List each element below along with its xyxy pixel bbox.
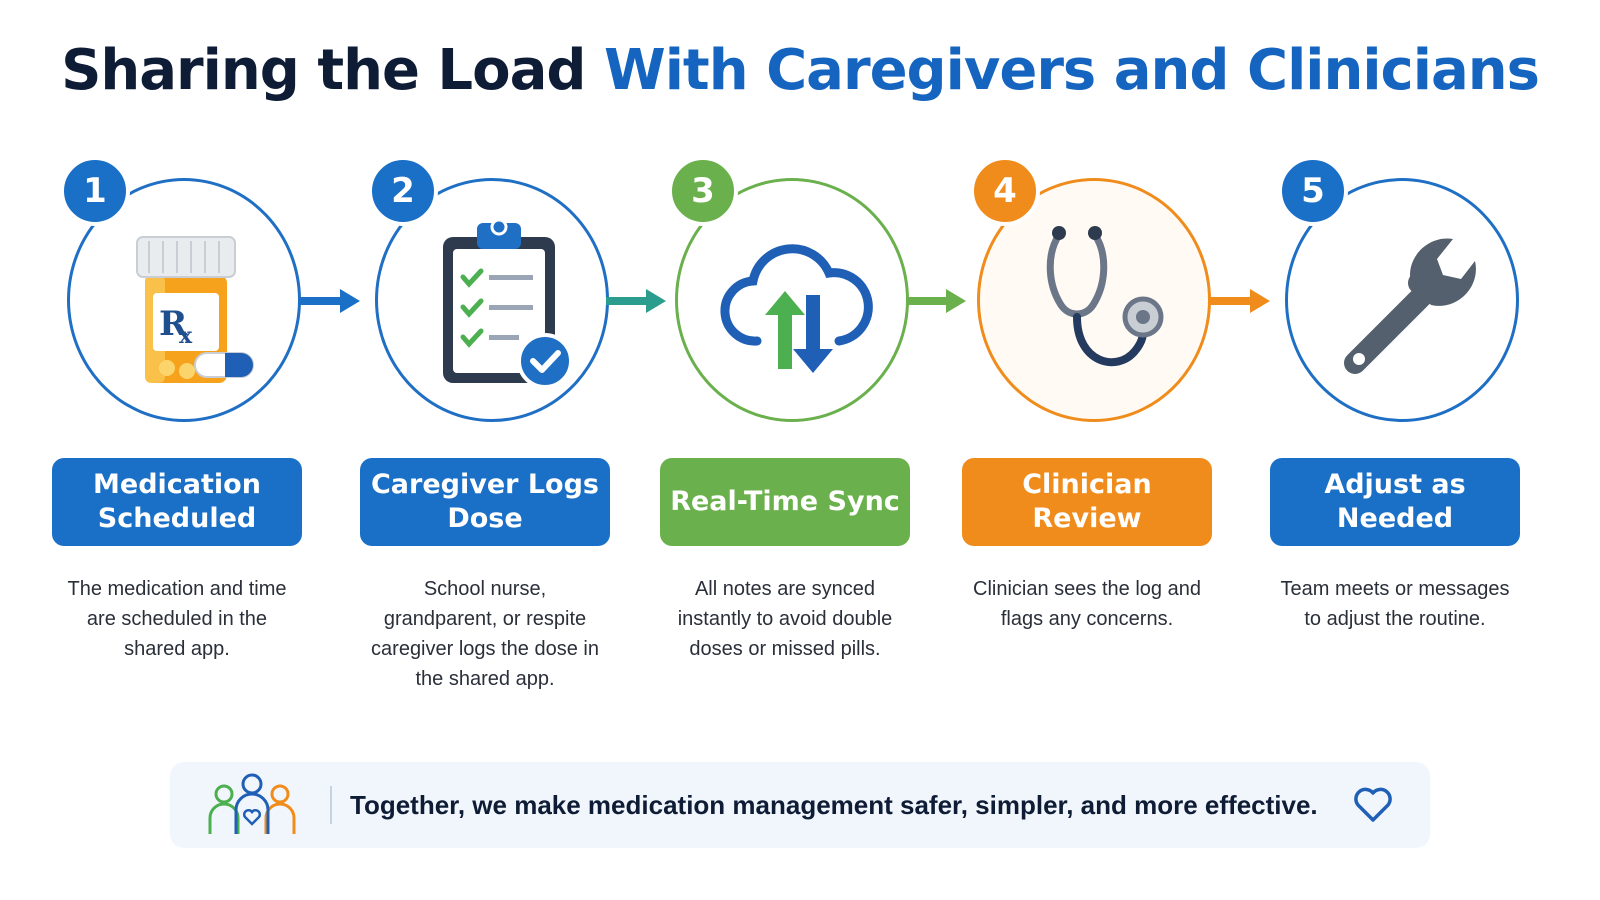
arrow-right-icon	[1210, 289, 1270, 313]
step-3: 3 Real-Time Sync All notes are synced in…	[660, 0, 930, 760]
svg-text:x: x	[179, 323, 193, 349]
step-number-badge: 3	[668, 156, 738, 226]
family-icon	[208, 773, 296, 834]
step-number-badge: 5	[1278, 156, 1348, 226]
footer-banner: Together, we make medication management …	[170, 762, 1430, 848]
step-2: 2 Caregiver Logs Dose School nurse, gran…	[360, 0, 630, 760]
title-part-blue: With Caregivers and Clinicians	[603, 38, 1540, 103]
step-5: 5 Adjust as Needed Team meets or message…	[1270, 0, 1540, 760]
arrow-right-icon	[906, 289, 966, 313]
heart-icon	[1354, 787, 1392, 822]
page-title: Sharing the Load With Caregivers and Cli…	[0, 38, 1600, 103]
step-description: The medication and time are scheduled in…	[67, 578, 287, 660]
wrench-icon	[1344, 238, 1476, 374]
step-label: Adjust as Needed	[1270, 458, 1520, 546]
step-label: Clinician Review	[962, 458, 1212, 546]
footer-divider	[330, 786, 332, 824]
step-description: All notes are synced instantly to avoid …	[677, 578, 893, 660]
step-number-badge: 2	[368, 156, 438, 226]
cloud-sync-icon	[720, 244, 873, 373]
stethoscope-icon	[1046, 226, 1164, 367]
step-label: Caregiver Logs Dose	[360, 458, 610, 546]
footer-text: Together, we make medication management …	[350, 790, 1318, 820]
step-number-badge: 4	[970, 156, 1040, 226]
title-part-dark: Sharing the Load	[61, 38, 586, 103]
step-label: Medication Scheduled	[52, 458, 302, 546]
step-label: Real-Time Sync	[660, 458, 910, 546]
step-description: Clinician sees the log and flags any con…	[973, 578, 1201, 630]
step-1: R x 1 Medication Scheduled The medicatio…	[52, 0, 322, 760]
step-number-badge: 1	[60, 156, 130, 226]
step-description: Team meets or messages to adjust the rou…	[1280, 578, 1510, 630]
arrow-right-icon	[300, 289, 360, 313]
step-description: School nurse, grandparent, or respite ca…	[371, 578, 599, 690]
pill-bottle-icon: R x	[136, 236, 254, 383]
svg-text:R: R	[159, 304, 188, 344]
arrow-right-icon	[606, 289, 666, 313]
step-4: 4 Clinician Review Clinician sees the lo…	[962, 0, 1232, 760]
clipboard-checklist-icon	[443, 218, 573, 389]
